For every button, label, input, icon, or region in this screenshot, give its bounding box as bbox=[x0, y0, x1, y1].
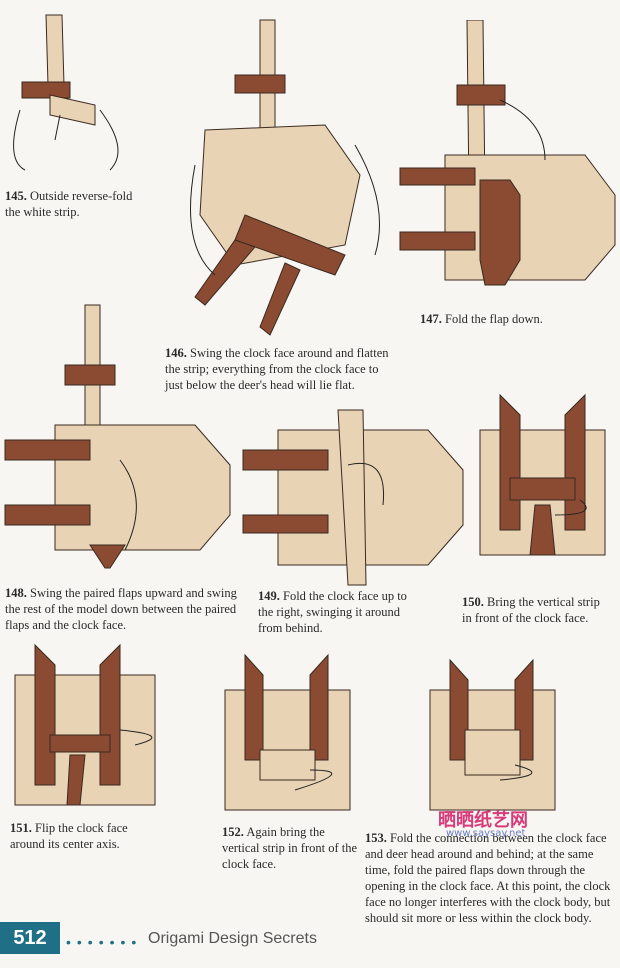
caption-step-150: 150. Bring the vertical strip in front o… bbox=[462, 594, 612, 626]
caption-step-152: 152. Again bring the vertical strip in f… bbox=[222, 824, 362, 872]
step-text: Outside reverse-fold the white strip. bbox=[5, 189, 133, 219]
step-number: 149. bbox=[258, 589, 280, 603]
step-text: Swing the paired flaps upward and swing … bbox=[5, 586, 237, 632]
step-text: Fold the connection between the clock fa… bbox=[365, 831, 611, 925]
caption-step-146: 146. Swing the clock face around and fla… bbox=[165, 345, 395, 393]
step-number: 153. bbox=[365, 831, 387, 845]
caption-step-148: 148. Swing the paired flaps upward and s… bbox=[5, 585, 245, 633]
step-text: Again bring the vertical strip in front … bbox=[222, 825, 358, 871]
step-text: Fold the clock face up to the right, swi… bbox=[258, 589, 407, 635]
step-152-diagram bbox=[224, 653, 351, 811]
step-number: 146. bbox=[165, 346, 187, 360]
watermark-url: www.saysay.net bbox=[446, 828, 526, 839]
step-150-diagram bbox=[479, 393, 606, 556]
step-145-diagram bbox=[13, 14, 119, 171]
step-number: 150. bbox=[462, 595, 484, 609]
step-text: Bring the vertical strip in front of the… bbox=[462, 595, 600, 625]
step-number: 145. bbox=[5, 189, 27, 203]
step-148-diagram bbox=[4, 304, 231, 569]
step-number: 151. bbox=[10, 821, 32, 835]
book-title: Origami Design Secrets bbox=[148, 930, 317, 947]
step-146-diagram bbox=[190, 19, 380, 336]
watermark-cn: 晒晒纸艺网 bbox=[438, 810, 528, 831]
step-text: Flip the clock face around its center ax… bbox=[10, 821, 128, 851]
page-number: 512 bbox=[0, 922, 60, 954]
step-149-diagram bbox=[242, 409, 464, 586]
step-text: Fold the flap down. bbox=[445, 312, 543, 326]
step-number: 148. bbox=[5, 586, 27, 600]
step-147-diagram bbox=[399, 20, 616, 286]
caption-step-145: 145. Outside reverse-fold the white stri… bbox=[5, 188, 145, 220]
footer-dots: ••••••• bbox=[66, 934, 143, 950]
caption-step-149: 149. Fold the clock face up to the right… bbox=[258, 588, 408, 636]
step-151-diagram bbox=[14, 643, 156, 806]
caption-step-147: 147. Fold the flap down. bbox=[420, 311, 610, 327]
step-number: 147. bbox=[420, 312, 442, 326]
caption-step-151: 151. Flip the clock face around its cent… bbox=[10, 820, 150, 852]
step-text: Swing the clock face around and flatten … bbox=[165, 346, 389, 392]
caption-step-153: 153. Fold the connection between the clo… bbox=[365, 830, 615, 926]
step-number: 152. bbox=[222, 825, 244, 839]
step-153-diagram bbox=[429, 658, 556, 811]
